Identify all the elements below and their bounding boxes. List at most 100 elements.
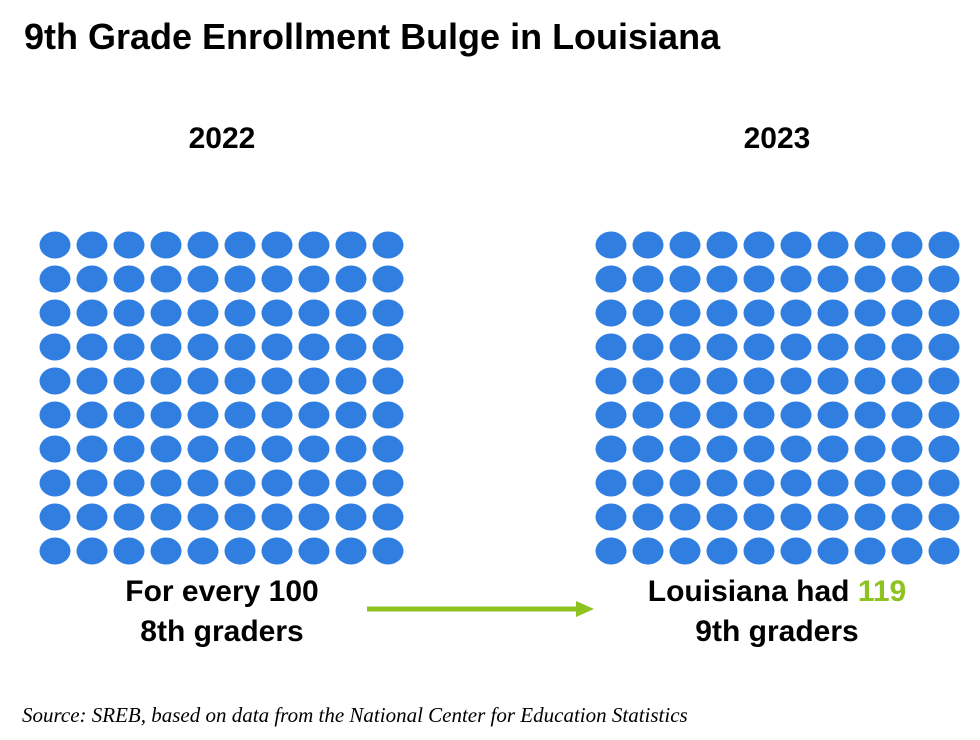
student-dot — [224, 333, 256, 361]
right-arrow-icon — [367, 601, 594, 617]
student-dot — [39, 401, 71, 429]
student-dot — [891, 503, 923, 531]
student-dot — [187, 299, 219, 327]
student-dot — [298, 265, 330, 293]
year-label-2022: 2022 — [188, 122, 256, 155]
caption-2022: For every 100 8th graders — [32, 572, 412, 652]
student-dot — [335, 265, 367, 293]
student-dot — [261, 401, 293, 429]
student-dot — [632, 401, 664, 429]
student-dot — [335, 367, 367, 395]
student-dot — [669, 503, 701, 531]
student-dot — [743, 367, 775, 395]
student-dot — [669, 299, 701, 327]
year-label-2023: 2023 — [743, 122, 811, 155]
student-dot — [891, 231, 923, 259]
student-dot — [113, 435, 145, 463]
student-dot — [298, 503, 330, 531]
student-dot — [854, 435, 886, 463]
student-dot — [335, 401, 367, 429]
student-dot — [150, 299, 182, 327]
student-dot — [372, 299, 404, 327]
student-dot — [150, 401, 182, 429]
student-dot — [780, 401, 812, 429]
student-dot — [780, 231, 812, 259]
student-dot — [780, 435, 812, 463]
student-dot — [780, 469, 812, 497]
student-dot — [187, 503, 219, 531]
student-dot — [39, 537, 71, 565]
student-dot — [817, 367, 849, 395]
student-dot — [817, 265, 849, 293]
student-dot — [595, 333, 627, 361]
student-dot — [854, 537, 886, 565]
student-dot — [743, 469, 775, 497]
student-dot — [150, 265, 182, 293]
student-dot — [780, 299, 812, 327]
student-dot — [76, 231, 108, 259]
student-dot — [632, 469, 664, 497]
student-dot — [187, 435, 219, 463]
student-dot — [150, 333, 182, 361]
student-dot — [632, 503, 664, 531]
student-dot — [854, 367, 886, 395]
student-dot — [298, 435, 330, 463]
student-dot — [224, 231, 256, 259]
student-dot — [76, 435, 108, 463]
student-dot — [372, 231, 404, 259]
student-dot — [743, 299, 775, 327]
student-dot — [632, 333, 664, 361]
student-dot — [632, 367, 664, 395]
caption-2023-line1: Louisiana had 119 — [587, 572, 967, 612]
student-dot — [817, 435, 849, 463]
student-dot — [372, 435, 404, 463]
student-dot — [891, 299, 923, 327]
student-dot — [891, 401, 923, 429]
student-dot — [76, 299, 108, 327]
student-dot — [669, 401, 701, 429]
student-dot — [817, 469, 849, 497]
student-dot — [891, 367, 923, 395]
student-dot — [224, 401, 256, 429]
student-dot — [39, 333, 71, 361]
student-dot — [76, 469, 108, 497]
student-dot — [298, 231, 330, 259]
student-dot — [150, 231, 182, 259]
student-dot — [372, 333, 404, 361]
student-dot — [335, 503, 367, 531]
dot-grid-2022 — [39, 231, 404, 565]
student-dot — [150, 435, 182, 463]
student-dot — [113, 231, 145, 259]
student-dot — [261, 299, 293, 327]
student-dot — [891, 435, 923, 463]
student-dot — [817, 333, 849, 361]
student-dot — [780, 503, 812, 531]
student-dot — [150, 367, 182, 395]
student-dot — [928, 231, 960, 259]
student-dot — [595, 503, 627, 531]
student-dot — [928, 503, 960, 531]
caption-2023-prefix: Louisiana had — [647, 575, 858, 608]
caption-2023-value: 119 — [857, 575, 907, 608]
student-dot — [928, 367, 960, 395]
student-dot — [224, 537, 256, 565]
student-dot — [298, 333, 330, 361]
student-dot — [743, 503, 775, 531]
student-dot — [113, 299, 145, 327]
student-dot — [928, 401, 960, 429]
student-dot — [261, 503, 293, 531]
student-dot — [706, 333, 738, 361]
student-dot — [150, 469, 182, 497]
student-dot — [372, 469, 404, 497]
student-dot — [743, 537, 775, 565]
student-dot — [780, 367, 812, 395]
student-dot — [632, 299, 664, 327]
student-dot — [335, 231, 367, 259]
student-dot — [187, 401, 219, 429]
student-dot — [595, 231, 627, 259]
student-dot — [372, 401, 404, 429]
student-dot — [854, 469, 886, 497]
student-dot — [706, 537, 738, 565]
student-dot — [706, 401, 738, 429]
student-dot — [261, 537, 293, 565]
